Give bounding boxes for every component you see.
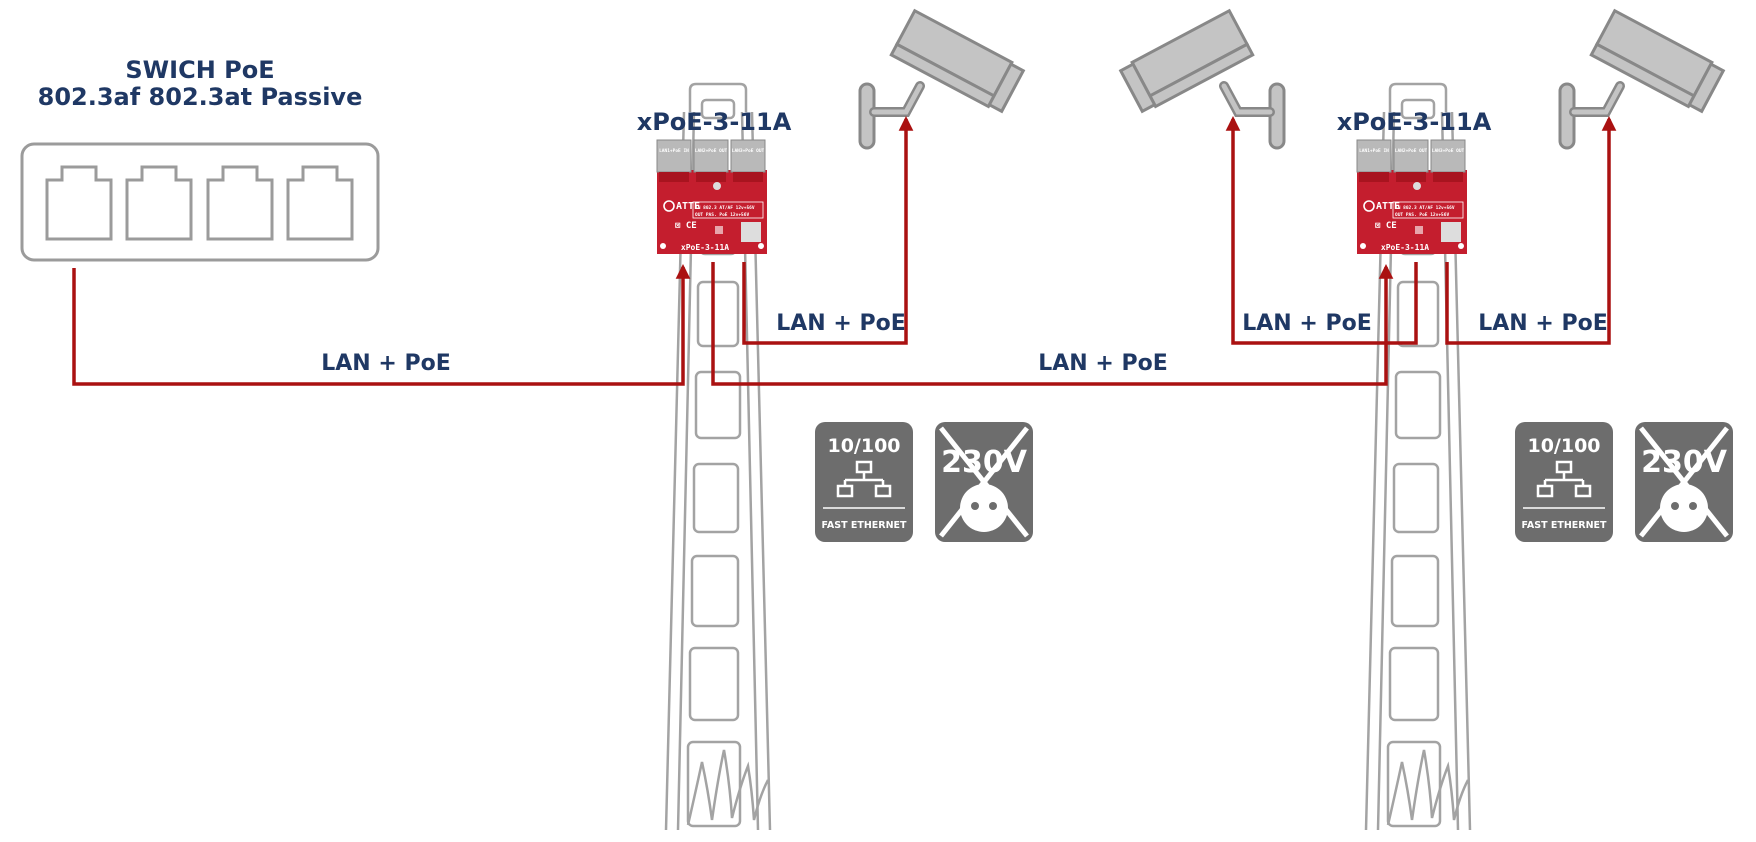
speed-caption: FAST ETHERNET [1521, 520, 1607, 531]
switch-port-3 [206, 165, 274, 241]
speed-text: 10/100 [1527, 435, 1600, 457]
cctv-camera-icon [1560, 11, 1724, 148]
board-spec: IN 802.3 AT/AF 12v+56V [695, 205, 755, 211]
board-bottom-label: xPoE-3-11A [1381, 243, 1429, 252]
board-port-label: LAN3+PoE OUT [1432, 148, 1465, 154]
device-model-label: xPoE-3-11A [1337, 108, 1492, 136]
board-bottom-label: xPoE-3-11A [681, 243, 729, 252]
cctv-camera-icon [860, 11, 1024, 148]
board-spec: OUT PAS. PoE 12v+56V [695, 212, 749, 218]
no-power-badge: 230V [935, 422, 1033, 542]
voltage-text: 230V [941, 445, 1028, 480]
wire-device2-to-camera3 [1445, 116, 1617, 345]
wire-device1-to-camera1 [742, 116, 914, 345]
board-port-label: LAN1+PoE IN [1359, 148, 1389, 154]
speed-badge: 10/100 FAST ETHERNET [813, 420, 915, 544]
wire-switch-to-device1 [72, 264, 691, 386]
poe-switch [20, 142, 380, 262]
board-port-label: LAN2+PoE OUT [1395, 148, 1428, 154]
switch-title: SWICH PoE [125, 56, 274, 84]
xpoe-board: LAN1+PoE IN LAN2+PoE OUT LAN3+PoE OUT AT… [656, 139, 768, 255]
board-spec: OUT PAS. PoE 12v+56V [1395, 212, 1449, 218]
link-label: LAN + PoE [776, 311, 905, 336]
link-label: LAN + PoE [1038, 351, 1167, 376]
switch-port-2 [125, 165, 193, 241]
no-power-badge: 230V [1635, 422, 1733, 542]
board-spec: IN 802.3 AT/AF 12v+56V [1395, 205, 1455, 211]
switch-subtitle: 802.3af 802.3at Passive [38, 83, 363, 111]
no-230v-socket-icon [1635, 422, 1733, 542]
cctv-camera-icon [1120, 11, 1284, 148]
link-label: LAN + PoE [321, 351, 450, 376]
voltage-text: 230V [1641, 445, 1728, 480]
wire-device2-to-camera2 [1225, 116, 1418, 345]
device-model-label: xPoE-3-11A [637, 108, 792, 136]
speed-badge: 10/100 FAST ETHERNET [1513, 420, 1615, 544]
link-label: LAN + PoE [1242, 311, 1371, 336]
switch-port-1 [45, 165, 113, 241]
board-port-label: LAN2+PoE OUT [695, 148, 728, 154]
link-label: LAN + PoE [1478, 311, 1607, 336]
board-port-label: LAN3+PoE OUT [732, 148, 765, 154]
board-port-label: LAN1+PoE IN [659, 148, 689, 154]
brand-logo: ATTE [676, 201, 700, 212]
wire-device1-to-device2 [711, 262, 1394, 386]
xpoe-board: LAN1+PoE IN LAN2+PoE OUT LAN3+PoE OUT AT… [1356, 139, 1468, 255]
switch-port-4 [286, 165, 354, 241]
speed-caption: FAST ETHERNET [821, 520, 907, 531]
no-230v-socket-icon [935, 422, 1033, 542]
brand-logo: ATTE [1376, 201, 1400, 212]
speed-text: 10/100 [827, 435, 900, 457]
